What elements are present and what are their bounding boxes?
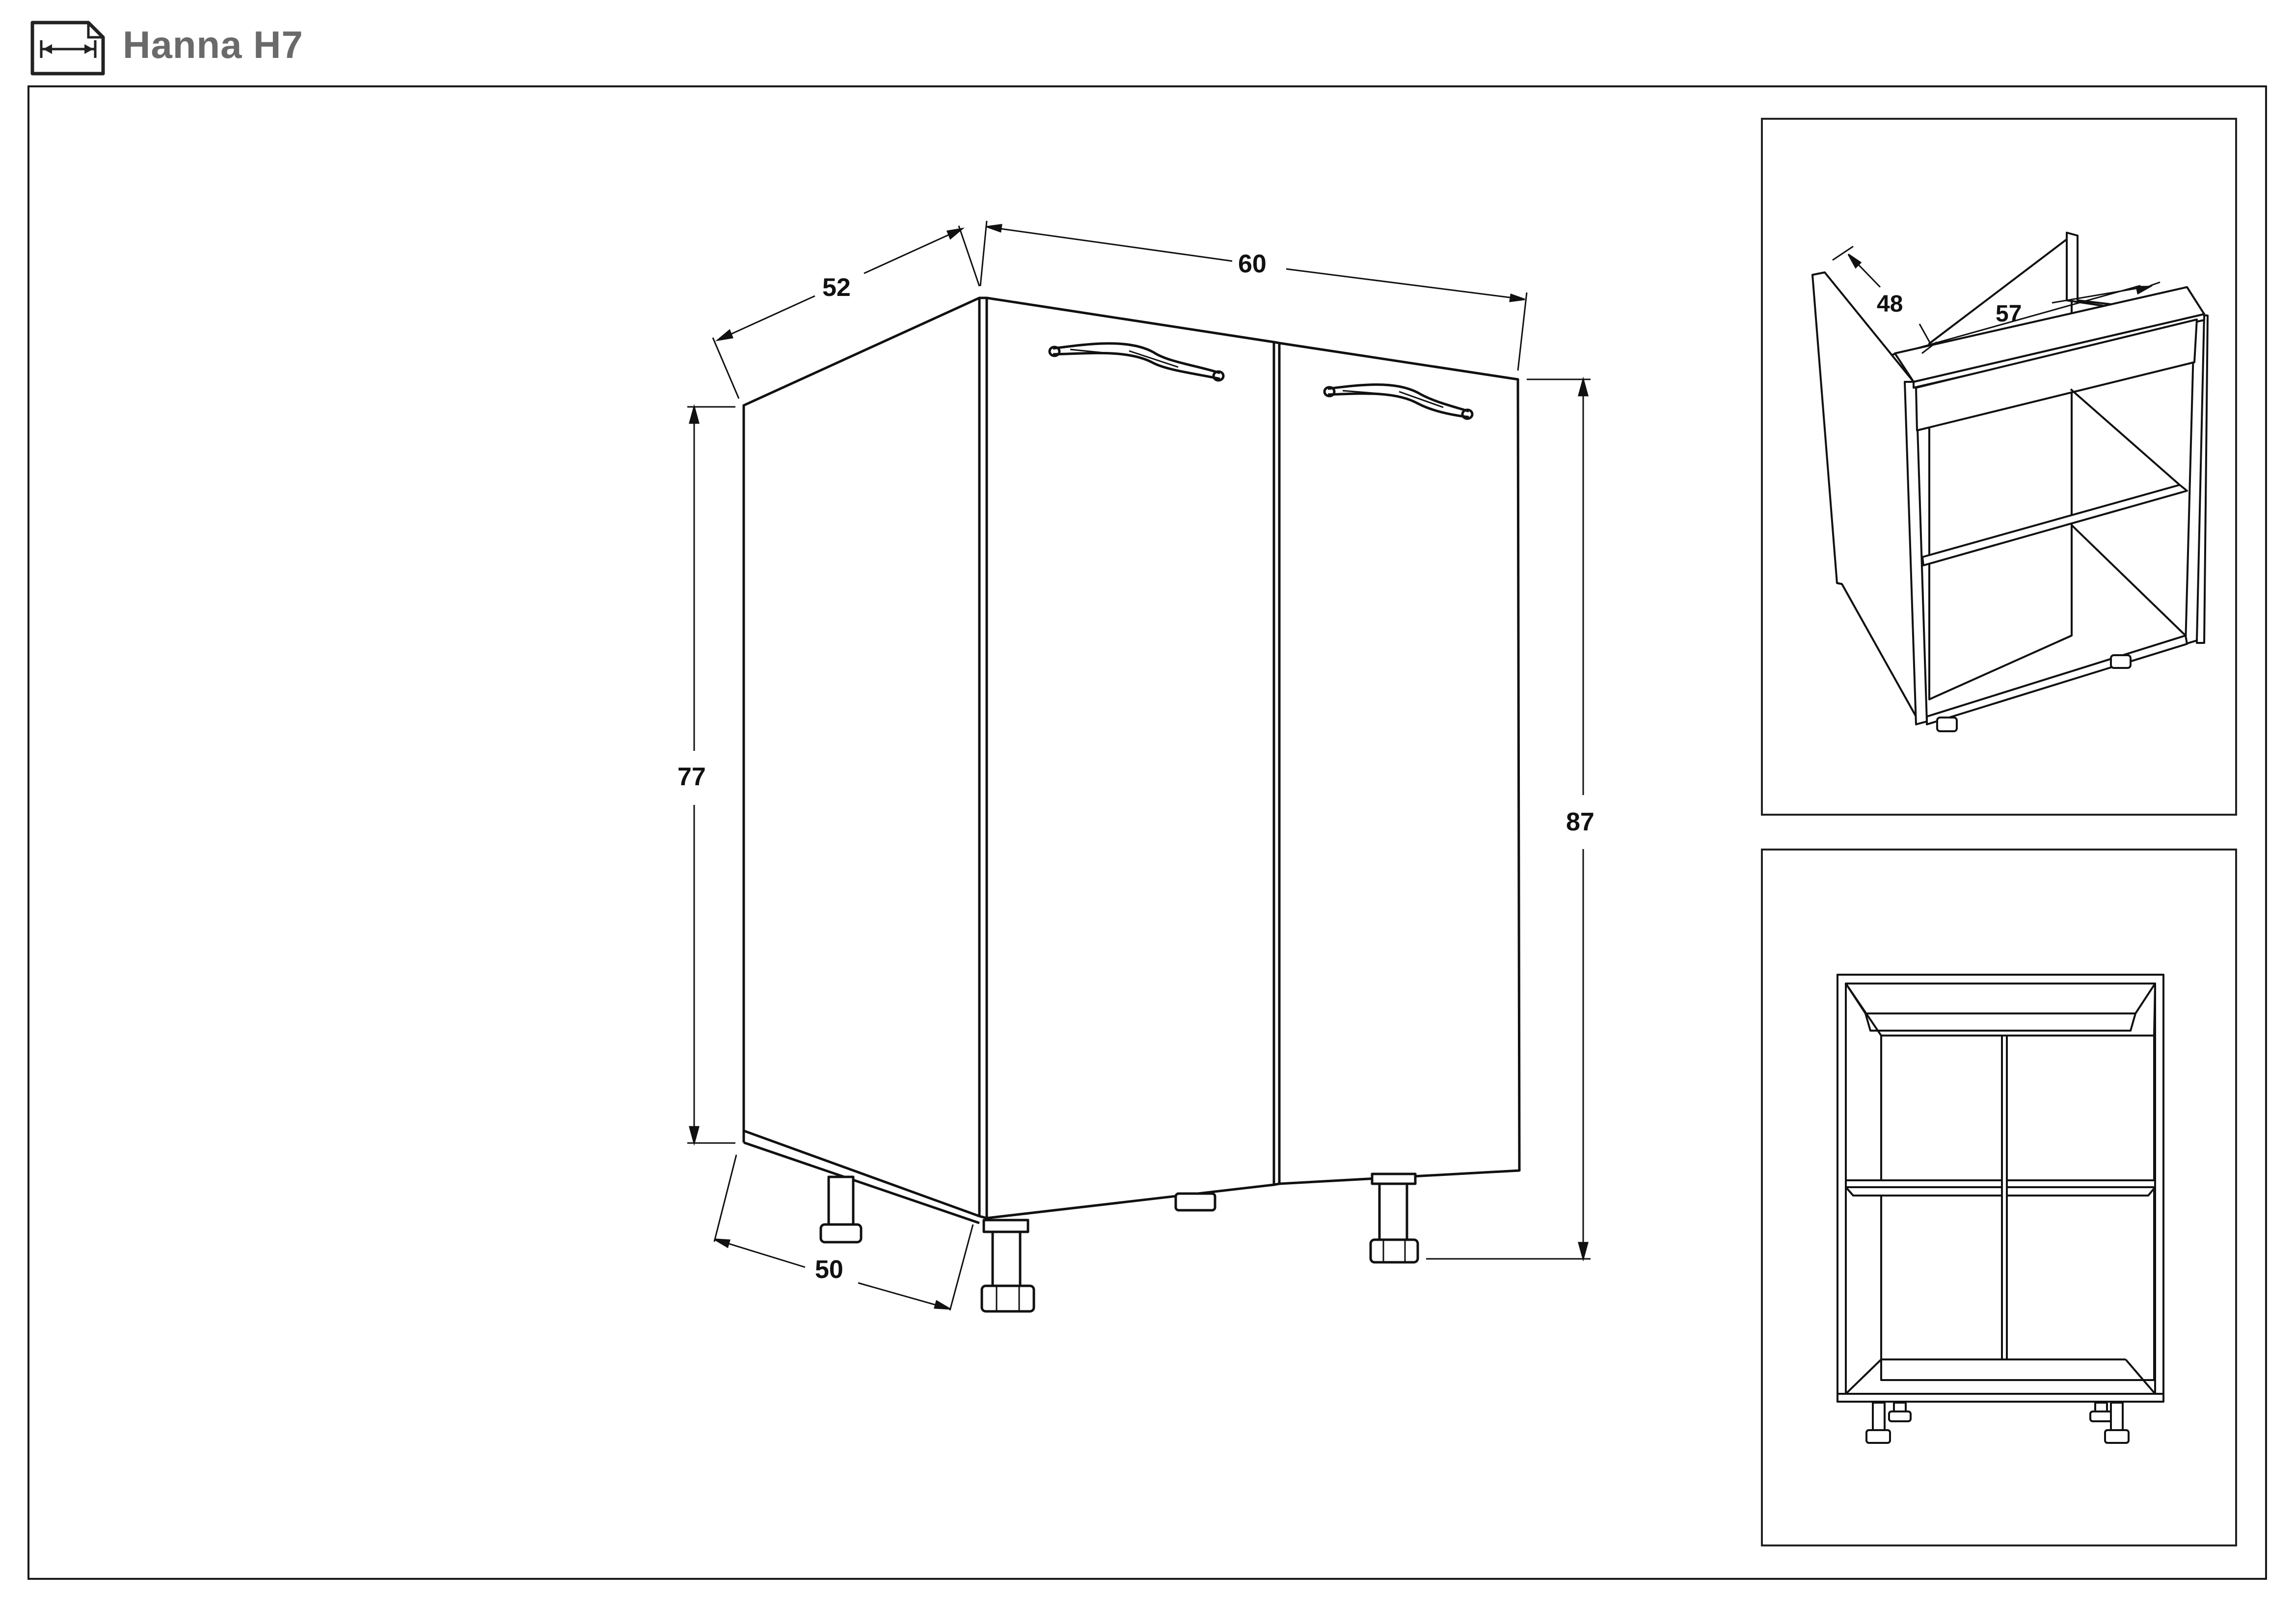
- door-handle-right: [1323, 383, 1474, 420]
- page-title: Hanna H7: [123, 23, 303, 66]
- dimension-total-height: 87: [1566, 808, 1594, 836]
- leg-front-right: [1369, 1172, 1419, 1264]
- door-handle-left: [1048, 342, 1225, 382]
- dimensions-icon: [29, 20, 106, 77]
- leg-back-left: [819, 1175, 863, 1244]
- dimension-depth-bottom: 50: [815, 1255, 843, 1284]
- dimension-inner-depth: 48: [1877, 291, 1903, 317]
- dimension-body-height: 77: [677, 763, 706, 791]
- leg-front-left: [980, 1219, 1035, 1313]
- dimension-depth-top: 52: [822, 273, 851, 302]
- leg-back-middle: [1174, 1192, 1216, 1212]
- dimension-inner-width: 57: [1996, 301, 2022, 327]
- dimension-width-top: 60: [1238, 250, 1267, 278]
- main-drawing-frame: [27, 85, 2267, 1580]
